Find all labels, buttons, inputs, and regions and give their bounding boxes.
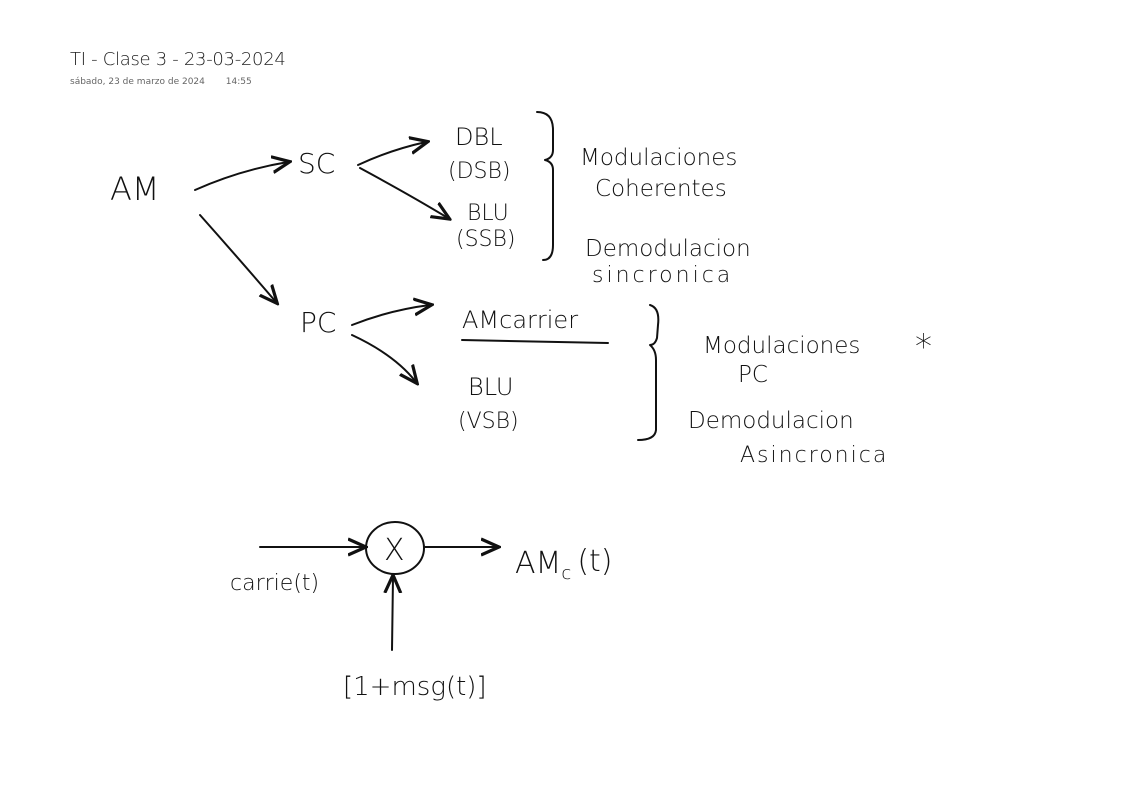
star-mark: * [915, 327, 932, 367]
output-label: AMc(t) [515, 544, 612, 584]
amcarrier-label: AMcarrier [462, 306, 578, 334]
arrow-am-sc [194, 162, 288, 191]
pc-note-4: Asincronica [740, 443, 888, 468]
arrow-pc-amcarrier [351, 305, 430, 326]
arrow-msg-in [392, 577, 393, 651]
am-root: AM [110, 170, 160, 208]
pc-note-2: PC [738, 362, 768, 388]
dsb-label: (DSB) [448, 159, 510, 184]
sc-label: SC [298, 147, 335, 180]
dbl-label: DBL [455, 123, 503, 151]
arrow-sc-blu [359, 167, 448, 218]
arrow-am-pc [199, 214, 276, 302]
pc-label: PC [300, 306, 336, 339]
arrow-pc-blu [351, 334, 416, 382]
pc-note-1: Modulaciones [703, 333, 860, 359]
sc-note-3: Demodulacion [585, 236, 751, 262]
carrier-label: carrie(t) [230, 571, 319, 596]
brace-sc [536, 111, 554, 261]
page-time: 14:55 [225, 77, 252, 87]
pc-note-3: Demodulacion [688, 408, 854, 434]
msg-input-label: [1+msg(t)] [343, 672, 487, 702]
arrow-sc-dbl [357, 142, 426, 166]
ssb-label: (SSB) [456, 227, 516, 252]
blu-vsb-label: BLU [468, 373, 513, 401]
page-meta: sábado, 23 de marzo de 2024 14:55 [70, 77, 270, 87]
sc-note-2: Coherentes [595, 176, 727, 202]
sc-note-1: Modulaciones [580, 145, 737, 171]
page-date: sábado, 23 de marzo de 2024 [70, 77, 205, 87]
brace-pc [637, 304, 660, 441]
multiplier-x: X [384, 533, 405, 568]
sc-note-4: sincronica [592, 263, 733, 288]
blu-ssb-label: BLU [467, 201, 509, 226]
amcarrier-underline [461, 339, 609, 344]
page-title[interactable]: TI - Clase 3 - 23-03-2024 [70, 49, 286, 70]
vsb-label: (VSB) [458, 409, 519, 434]
